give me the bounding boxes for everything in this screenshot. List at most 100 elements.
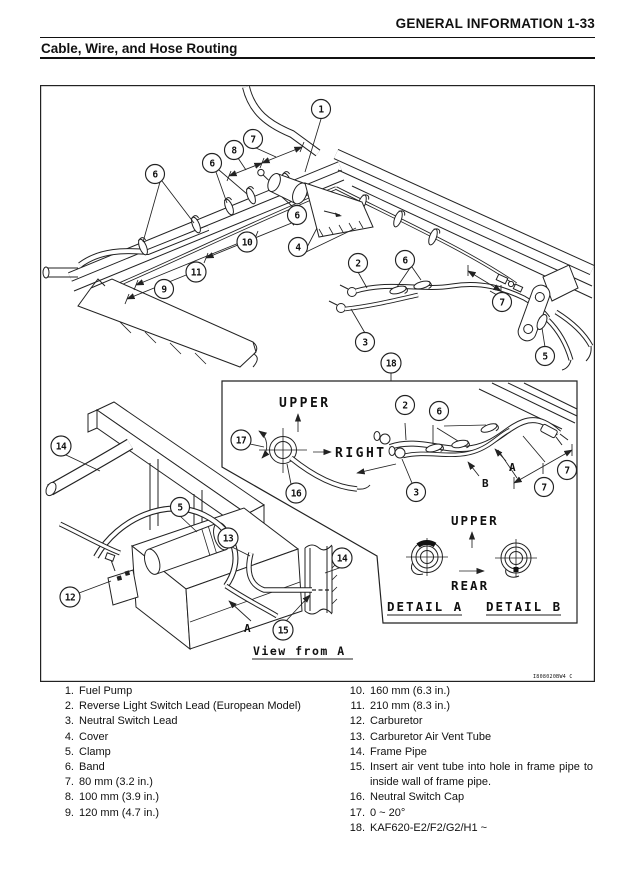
legend-item: 2.Reverse Light Switch Lead (European Mo… [56,699,312,714]
section-title: Cable, Wire, and Hose Routing [41,41,238,56]
routing-diagram: UPPER RIGHT UPPER REAR DETAIL A DETAIL B… [39,84,595,682]
legend-item-text: Reverse Light Switch Lead (European Mode… [79,700,301,713]
svg-text:3: 3 [413,487,419,498]
legend-item: 1. Fuel Pump [56,684,312,699]
section-rule [40,57,595,59]
callout-14a: 14 [50,435,72,457]
detail-b-symbol [495,539,537,578]
callout-4: 4 [287,236,309,258]
callout-14b: 14 [331,547,353,569]
diagram-border [39,84,595,682]
legend-item-text: 210 mm (8.3 in.) [370,700,451,713]
view-arrow-label-a: A [244,622,251,635]
legend-item: 10. 160 mm (6.3 in.) [341,684,593,699]
callout-7a: 7 [242,128,264,150]
callout-6d: 6 [394,249,416,271]
legend-item-number: 11. [350,700,365,713]
legend-item: 8.100 mm (3.9 in.) [56,790,312,805]
callout-7b: 7 [491,291,513,313]
callout-2b: 2 [394,394,416,416]
switch-lead-connectors [328,273,551,320]
legend-item: 4. Cover [56,730,312,745]
svg-text:17: 17 [236,435,246,446]
svg-text:14: 14 [56,441,67,452]
figure-code: I808020BW4 C [533,674,573,680]
svg-text:18: 18 [386,358,397,369]
legend-item-number: 18. [349,821,365,834]
legend-item: 13. Carburetor Air Vent Tube [341,730,593,745]
svg-text:3: 3 [362,337,368,348]
svg-text:10: 10 [242,237,253,248]
legend-item-text: Neutral Switch Lead [79,715,178,728]
callout-15: 15 [272,619,294,641]
legend-item: 3. Neutral Switch Lead [56,714,312,729]
callout-5b: 5 [169,496,191,518]
svg-text:7: 7 [564,465,569,476]
svg-text:2: 2 [402,400,407,411]
callout-17: 17 [230,429,252,451]
legend-item: 7. 80 mm (3.2 in.) [56,775,312,790]
legend-item-text: Fuel Pump [79,685,133,697]
label-detail-b: DETAIL B [486,599,562,614]
callout-18: 18 [380,352,402,374]
svg-text:7: 7 [250,134,255,145]
svg-text:9: 9 [161,284,167,295]
legend-right-column: 10.160 mm (6.3 in.) 11.210 mm (8.3 in.) … [341,684,593,836]
legend-item-text: 120 mm (4.7 in.) [79,806,160,819]
legend-item-number: 1. [64,685,74,697]
legend-item-text: Band [79,761,105,774]
point-label-a: A [509,461,516,474]
label-right: RIGHT [335,446,387,461]
legend-item-text: Carburetor Air Vent Tube [370,730,492,743]
legend-item: 18. KAF620-E2/F2/G2/H1 ~ [341,821,593,836]
legend-item: 5.Clamp [56,745,312,760]
svg-text:7: 7 [499,297,504,308]
legend-item-text: Insert air vent tube into hole in frame … [370,761,593,789]
main-view-dimension-lines [124,141,502,305]
legend-item: 11. 210 mm (8.3 in.) [341,699,593,714]
legend-item-text: Frame Pipe [370,745,427,758]
svg-text:7: 7 [541,482,546,493]
svg-text:6: 6 [152,169,158,180]
callout-6e: 6 [428,400,450,422]
legend-item-text: Clamp [79,745,111,758]
legend-left-column: 1. Fuel Pump 2.Reverse Light Switch Lead … [56,684,312,821]
svg-text:6: 6 [209,158,215,169]
main-view-leader-lines [142,118,546,381]
svg-text:5: 5 [542,351,548,362]
svg-text:16: 16 [291,488,302,499]
svg-text:15: 15 [278,625,289,636]
legend-item: 15. Insert air vent tube into hole in fra… [341,760,593,790]
legend-item-number: 15. [349,761,365,774]
callout-1: 1 [310,98,332,120]
label-view-from-a: View from A [253,644,346,658]
callout-5a: 5 [534,345,556,367]
legend-item-text: 80 mm (3.2 in.) [79,776,153,789]
label-upper-detail: UPPER [451,513,499,528]
legend-item-text: 160 mm (6.3 in.) [370,685,451,697]
header-rule [40,37,595,38]
svg-text:11: 11 [191,267,202,278]
legend-item-number: 16. [349,791,365,804]
svg-text:6: 6 [402,255,408,266]
legend-item-number: 7. [64,776,74,789]
svg-text:14: 14 [337,553,348,564]
callout-11: 11 [185,261,207,283]
detail-a-symbol [406,538,448,576]
inset-view [221,380,578,624]
legend-item: 14.Frame Pipe [341,745,593,760]
page-header-title: GENERAL INFORMATION 1-33 [395,16,595,31]
legend-item-text: Cover [79,730,109,743]
point-label-b: B [482,477,489,490]
legend-item-number: 8. [64,791,74,804]
legend-item-number: 10. [349,685,365,697]
legend-item: 16.Neutral Switch Cap [341,790,593,805]
legend-item-number: 4. [64,730,74,743]
cover-illustration [304,182,374,238]
frame-end-bracket [517,264,594,371]
callout-6a: 6 [201,152,223,174]
legend-item-text: KAF620-E2/F2/G2/H1 ~ [370,821,488,834]
legend-item-number: 3. [64,715,74,728]
legend-item-number: 12. [349,715,365,728]
legend-item-number: 13. [349,730,365,743]
